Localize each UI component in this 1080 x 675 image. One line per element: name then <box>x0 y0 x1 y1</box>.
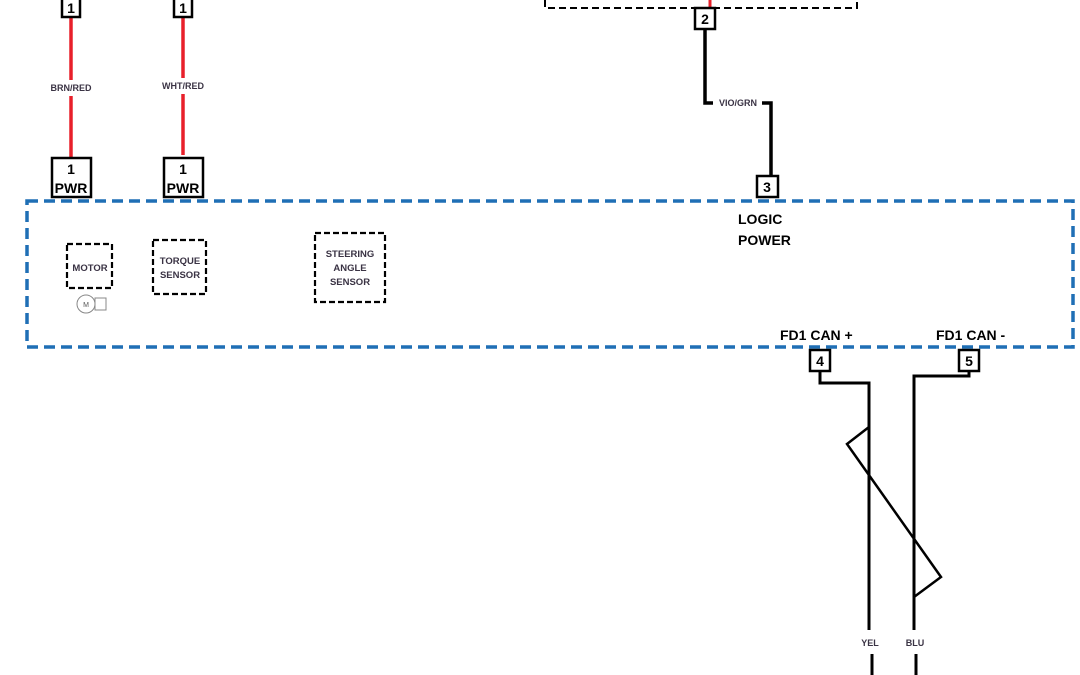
steering-angle-sensor-component[interactable]: STEERING ANGLE SENSOR <box>313 231 387 304</box>
pin-function: PWR <box>167 180 200 196</box>
logic-power-wire[interactable]: 2 VIO/GRN 3 <box>693 0 780 199</box>
pin-box-top <box>172 0 194 19</box>
svg-text:M: M <box>83 302 89 309</box>
upstream-component-box <box>544 0 858 9</box>
can-plus-label: FD1 CAN + <box>780 327 853 343</box>
can-minus-wire-path <box>912 371 971 630</box>
logic-power-label-line2: POWER <box>738 232 791 248</box>
pin-function: PWR <box>55 180 88 196</box>
wire-color-code: VIO/GRN <box>719 98 757 108</box>
steering-angle-sensor-label-line3: SENSOR <box>330 277 370 288</box>
pin-box-pwr <box>50 156 93 199</box>
torque-sensor-component[interactable]: TORQUE SENSOR <box>151 238 208 296</box>
logic-power-label-line1: LOGIC <box>738 211 782 227</box>
motor-box <box>65 242 114 290</box>
pin-number: 1 <box>67 0 75 16</box>
wire-segment-b <box>762 101 773 176</box>
pin-box-pwr <box>162 156 205 199</box>
torque-sensor-box <box>151 238 208 296</box>
wire-color-code: BRN/RED <box>50 83 92 93</box>
can-plus-wire-path <box>818 371 871 630</box>
motor-component[interactable]: MOTOR M <box>65 242 114 314</box>
pin-box-3 <box>755 174 780 199</box>
wire-color-code: YEL <box>861 638 879 648</box>
wire-color-code: BLU <box>906 638 925 648</box>
motor-icon: M <box>76 294 107 314</box>
pin-number: 2 <box>701 11 709 27</box>
torque-sensor-label-line2: SENSOR <box>160 270 200 281</box>
steering-angle-sensor-label-line1: STEERING <box>326 249 375 260</box>
can-minus-wire[interactable]: 5 BLU <box>906 348 981 675</box>
pin-box-top <box>60 0 82 19</box>
wire-segment-a <box>703 29 713 105</box>
pin-number: 4 <box>816 353 824 369</box>
pin-number: 5 <box>965 353 973 369</box>
pin-box-2 <box>693 6 717 31</box>
motor-label: MOTOR <box>72 263 107 274</box>
can-plus-wire[interactable]: 4 YEL <box>808 348 879 675</box>
pin-number: 3 <box>763 179 771 195</box>
twisted-pair-symbol <box>845 426 943 599</box>
wire-color-code: WHT/RED <box>162 81 204 91</box>
pin-number: 1 <box>67 161 75 177</box>
power-wire-1[interactable]: 1 BRN/RED 1 PWR <box>50 0 93 199</box>
pin-number: 1 <box>179 161 187 177</box>
steering-angle-sensor-box <box>313 231 387 304</box>
steering-angle-sensor-label-line2: ANGLE <box>333 263 366 274</box>
torque-sensor-label-line1: TORQUE <box>160 256 200 267</box>
power-wire-2[interactable]: 1 WHT/RED 1 PWR <box>162 0 205 199</box>
can-minus-label: FD1 CAN - <box>936 327 1006 343</box>
pin-number: 1 <box>179 0 187 16</box>
